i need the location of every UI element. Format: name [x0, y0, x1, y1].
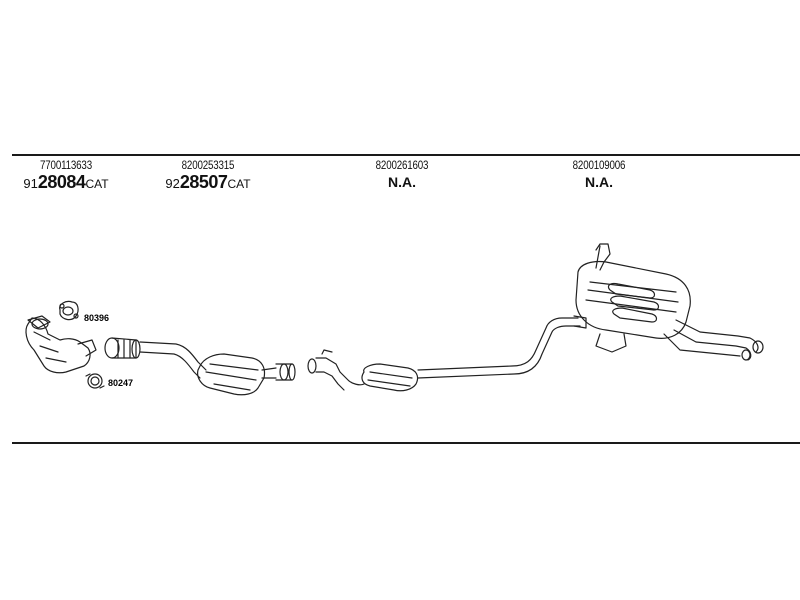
front-manifold-part: [25, 315, 97, 374]
part-ref-1: 9128084CAT: [23, 172, 109, 192]
gasket-80247-part: [85, 373, 105, 389]
top-divider: [12, 154, 800, 156]
part-ref-2: 9228507CAT: [165, 172, 251, 192]
part-code-2: 8200253315: [181, 160, 235, 172]
catalytic-converter-part: [104, 337, 296, 396]
part-label-1: 7700113633 9128084CAT: [16, 160, 116, 193]
callout-80396: 80396: [84, 313, 109, 323]
part-code-4: 8200109006: [572, 160, 626, 172]
center-silencer-part: [307, 315, 587, 392]
part-code-3: 8200261603: [375, 160, 429, 172]
part-code-1: 7700113633: [40, 160, 92, 172]
rear-silencer-part: [575, 243, 764, 361]
part-ref-4: N.A.: [585, 174, 613, 190]
bottom-divider: [12, 442, 800, 444]
callout-80247: 80247: [108, 378, 133, 388]
part-label-3: 8200261603 N.A.: [352, 160, 452, 192]
part-label-4: 8200109006 N.A.: [549, 160, 649, 192]
part-ref-3: N.A.: [388, 174, 416, 190]
part-label-2: 8200253315 9228507CAT: [158, 160, 258, 193]
gasket-80396-part: [59, 300, 79, 321]
